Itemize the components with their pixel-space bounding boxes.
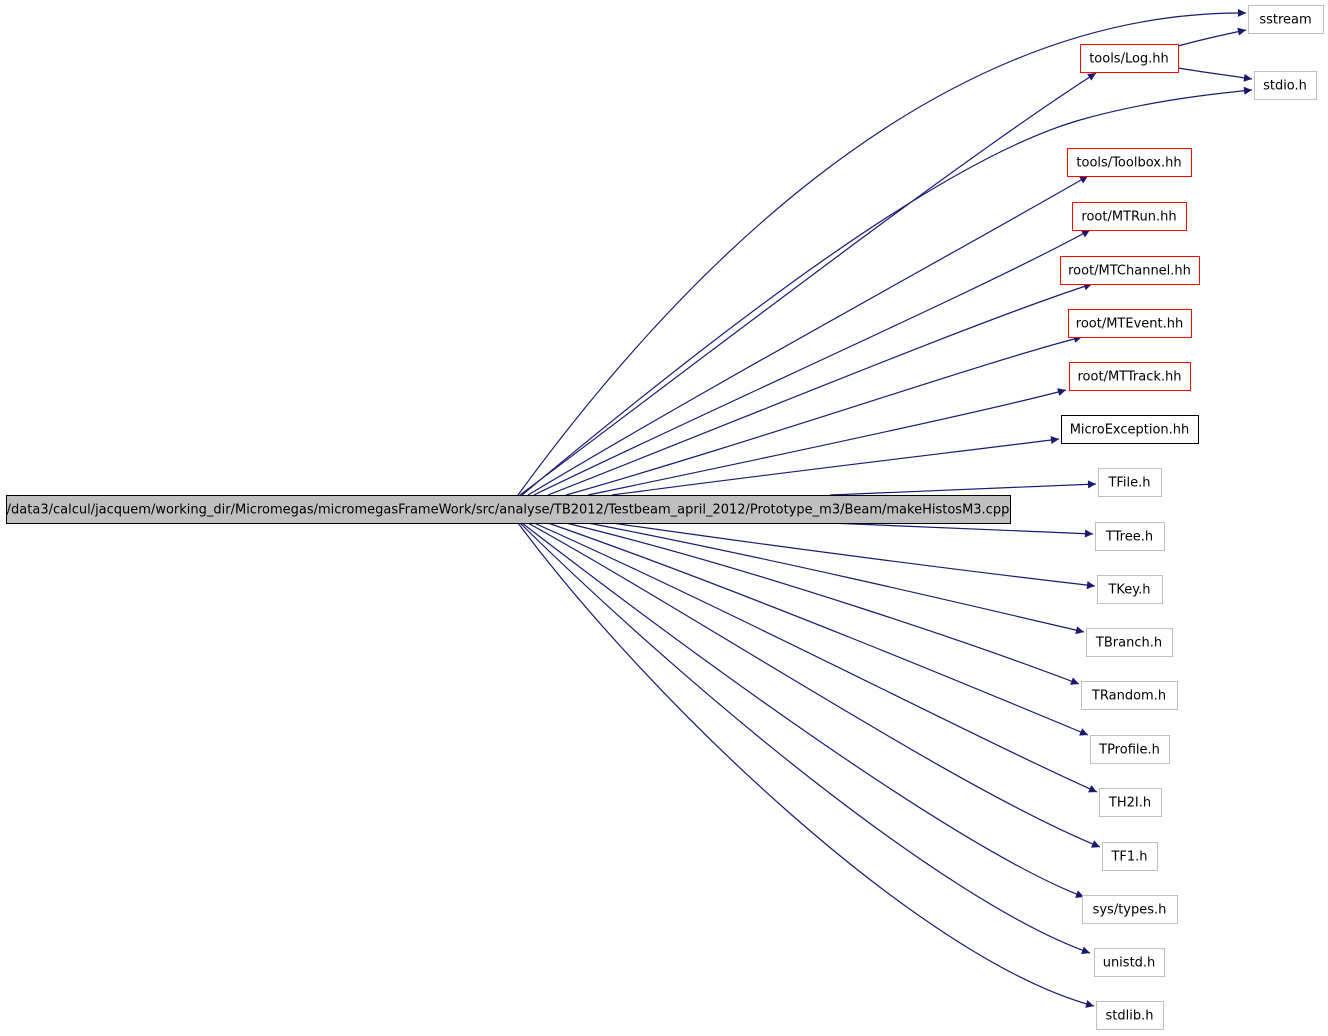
edge-source-to-tkey	[611, 522, 1096, 590]
edge-source-to-stdio	[521, 86, 1253, 496]
node-unistd[interactable]: unistd.h	[1094, 948, 1165, 977]
node-box-microexception	[1061, 415, 1199, 444]
node-tkey[interactable]: TKey.h	[1097, 575, 1163, 604]
edge-source-to-sstream	[517, 8, 1247, 496]
node-mtevent[interactable]: root/MTEvent.hh	[1068, 309, 1192, 338]
edge-source-to-systypes	[521, 522, 1085, 898]
node-label-tfile: TFile.h	[1107, 476, 1150, 491]
edge-source-to-mtevent	[565, 335, 1083, 496]
node-box-tools_toolbox	[1067, 148, 1192, 177]
node-stdlib[interactable]: stdlib.h	[1096, 1001, 1164, 1030]
node-box-ttree	[1095, 522, 1165, 551]
node-label-mtchannel: root/MTChannel.hh	[1068, 264, 1191, 279]
edge-source-to-tbranch	[587, 522, 1085, 635]
node-label-tools_toolbox: tools/Toolbox.hh	[1076, 156, 1181, 171]
node-box-unistd	[1094, 948, 1165, 977]
edge-source-to-mtchannel	[547, 282, 1093, 496]
node-label-trandom: TRandom.h	[1091, 689, 1166, 704]
node-label-stdio: stdio.h	[1263, 79, 1307, 94]
node-label-stdlib: stdlib.h	[1106, 1009, 1154, 1024]
edge-source-to-th2i	[533, 522, 1098, 793]
node-box-sstream	[1248, 5, 1324, 34]
node-stdio[interactable]: stdio.h	[1254, 71, 1317, 100]
node-tf1[interactable]: TF1.h	[1102, 842, 1158, 871]
node-mttrack[interactable]: root/MTTrack.hh	[1069, 362, 1191, 391]
node-tfile[interactable]: TFile.h	[1098, 468, 1162, 497]
node-tprofile[interactable]: TProfile.h	[1090, 735, 1170, 764]
node-box-tkey	[1097, 575, 1163, 604]
node-label-mtrun: root/MTRun.hh	[1081, 210, 1176, 225]
node-box-stdlib	[1096, 1001, 1164, 1030]
node-label-source: /data3/calcul/jacquem/working_dir/Microm…	[7, 503, 1010, 518]
edge-source-to-tprofile	[547, 522, 1089, 736]
node-label-systypes: sys/types.h	[1093, 903, 1167, 918]
node-sstream[interactable]: sstream	[1248, 5, 1324, 34]
node-label-mtevent: root/MTEvent.hh	[1076, 317, 1183, 332]
edge-source-to-mtrun	[533, 229, 1091, 496]
node-box-tf1	[1102, 842, 1158, 871]
edge-source-to-tfile	[829, 480, 1097, 496]
node-box-stdio	[1254, 71, 1317, 100]
node-box-trandom	[1081, 681, 1178, 710]
edge-tools_log-to-stdio	[1177, 67, 1253, 82]
node-label-tkey: TKey.h	[1107, 583, 1150, 598]
node-label-th2i: TH2I.h	[1108, 796, 1151, 811]
node-label-ttree: TTree.h	[1105, 530, 1153, 545]
edge-source-to-trandom	[565, 522, 1080, 685]
node-label-unistd: unistd.h	[1103, 956, 1156, 971]
node-label-tf1: TF1.h	[1110, 850, 1147, 865]
node-box-th2i	[1099, 788, 1162, 817]
node-tools_log[interactable]: tools/Log.hh	[1080, 44, 1179, 73]
node-box-tools_log	[1080, 44, 1179, 73]
node-box-tprofile	[1090, 735, 1170, 764]
node-box-mtchannel	[1060, 256, 1200, 285]
edge-source-to-tools_log	[519, 72, 1097, 496]
node-th2i[interactable]: TH2I.h	[1099, 788, 1162, 817]
node-microexception[interactable]: MicroException.hh	[1061, 415, 1199, 444]
node-box-systypes	[1082, 895, 1178, 924]
node-ttree[interactable]: TTree.h	[1095, 522, 1165, 551]
edge-source-to-ttree	[829, 522, 1094, 538]
node-box-tbranch	[1086, 628, 1173, 657]
node-label-sstream: sstream	[1259, 13, 1311, 28]
edge-source-to-microexception	[611, 436, 1060, 496]
edge-source-to-tf1	[527, 522, 1101, 848]
nodes-layer: /data3/calcul/jacquem/working_dir/Microm…	[6, 5, 1324, 1030]
node-box-source	[6, 495, 1011, 524]
node-trandom[interactable]: TRandom.h	[1081, 681, 1178, 710]
edge-source-to-mttrack	[587, 388, 1067, 496]
node-box-mtevent	[1068, 309, 1192, 338]
node-box-tfile	[1098, 468, 1162, 497]
edge-tools_log-to-sstream	[1177, 27, 1247, 47]
edge-source-to-tools_toolbox	[527, 175, 1089, 496]
node-mtrun[interactable]: root/MTRun.hh	[1072, 202, 1187, 231]
edges-layer	[517, 8, 1253, 1008]
edge-source-to-stdlib	[517, 522, 1095, 1008]
node-systypes[interactable]: sys/types.h	[1082, 895, 1178, 924]
node-label-microexception: MicroException.hh	[1070, 423, 1190, 438]
node-source: /data3/calcul/jacquem/working_dir/Microm…	[6, 495, 1011, 524]
node-tools_toolbox[interactable]: tools/Toolbox.hh	[1067, 148, 1192, 177]
node-label-tprofile: TProfile.h	[1098, 743, 1160, 758]
node-mtchannel[interactable]: root/MTChannel.hh	[1060, 256, 1200, 285]
node-label-mttrack: root/MTTrack.hh	[1078, 370, 1182, 385]
node-box-mtrun	[1072, 202, 1187, 231]
edge-source-to-unistd	[519, 522, 1091, 955]
node-label-tbranch: TBranch.h	[1095, 636, 1162, 651]
node-tbranch[interactable]: TBranch.h	[1086, 628, 1173, 657]
node-box-mttrack	[1069, 362, 1191, 391]
node-label-tools_log: tools/Log.hh	[1089, 52, 1169, 67]
